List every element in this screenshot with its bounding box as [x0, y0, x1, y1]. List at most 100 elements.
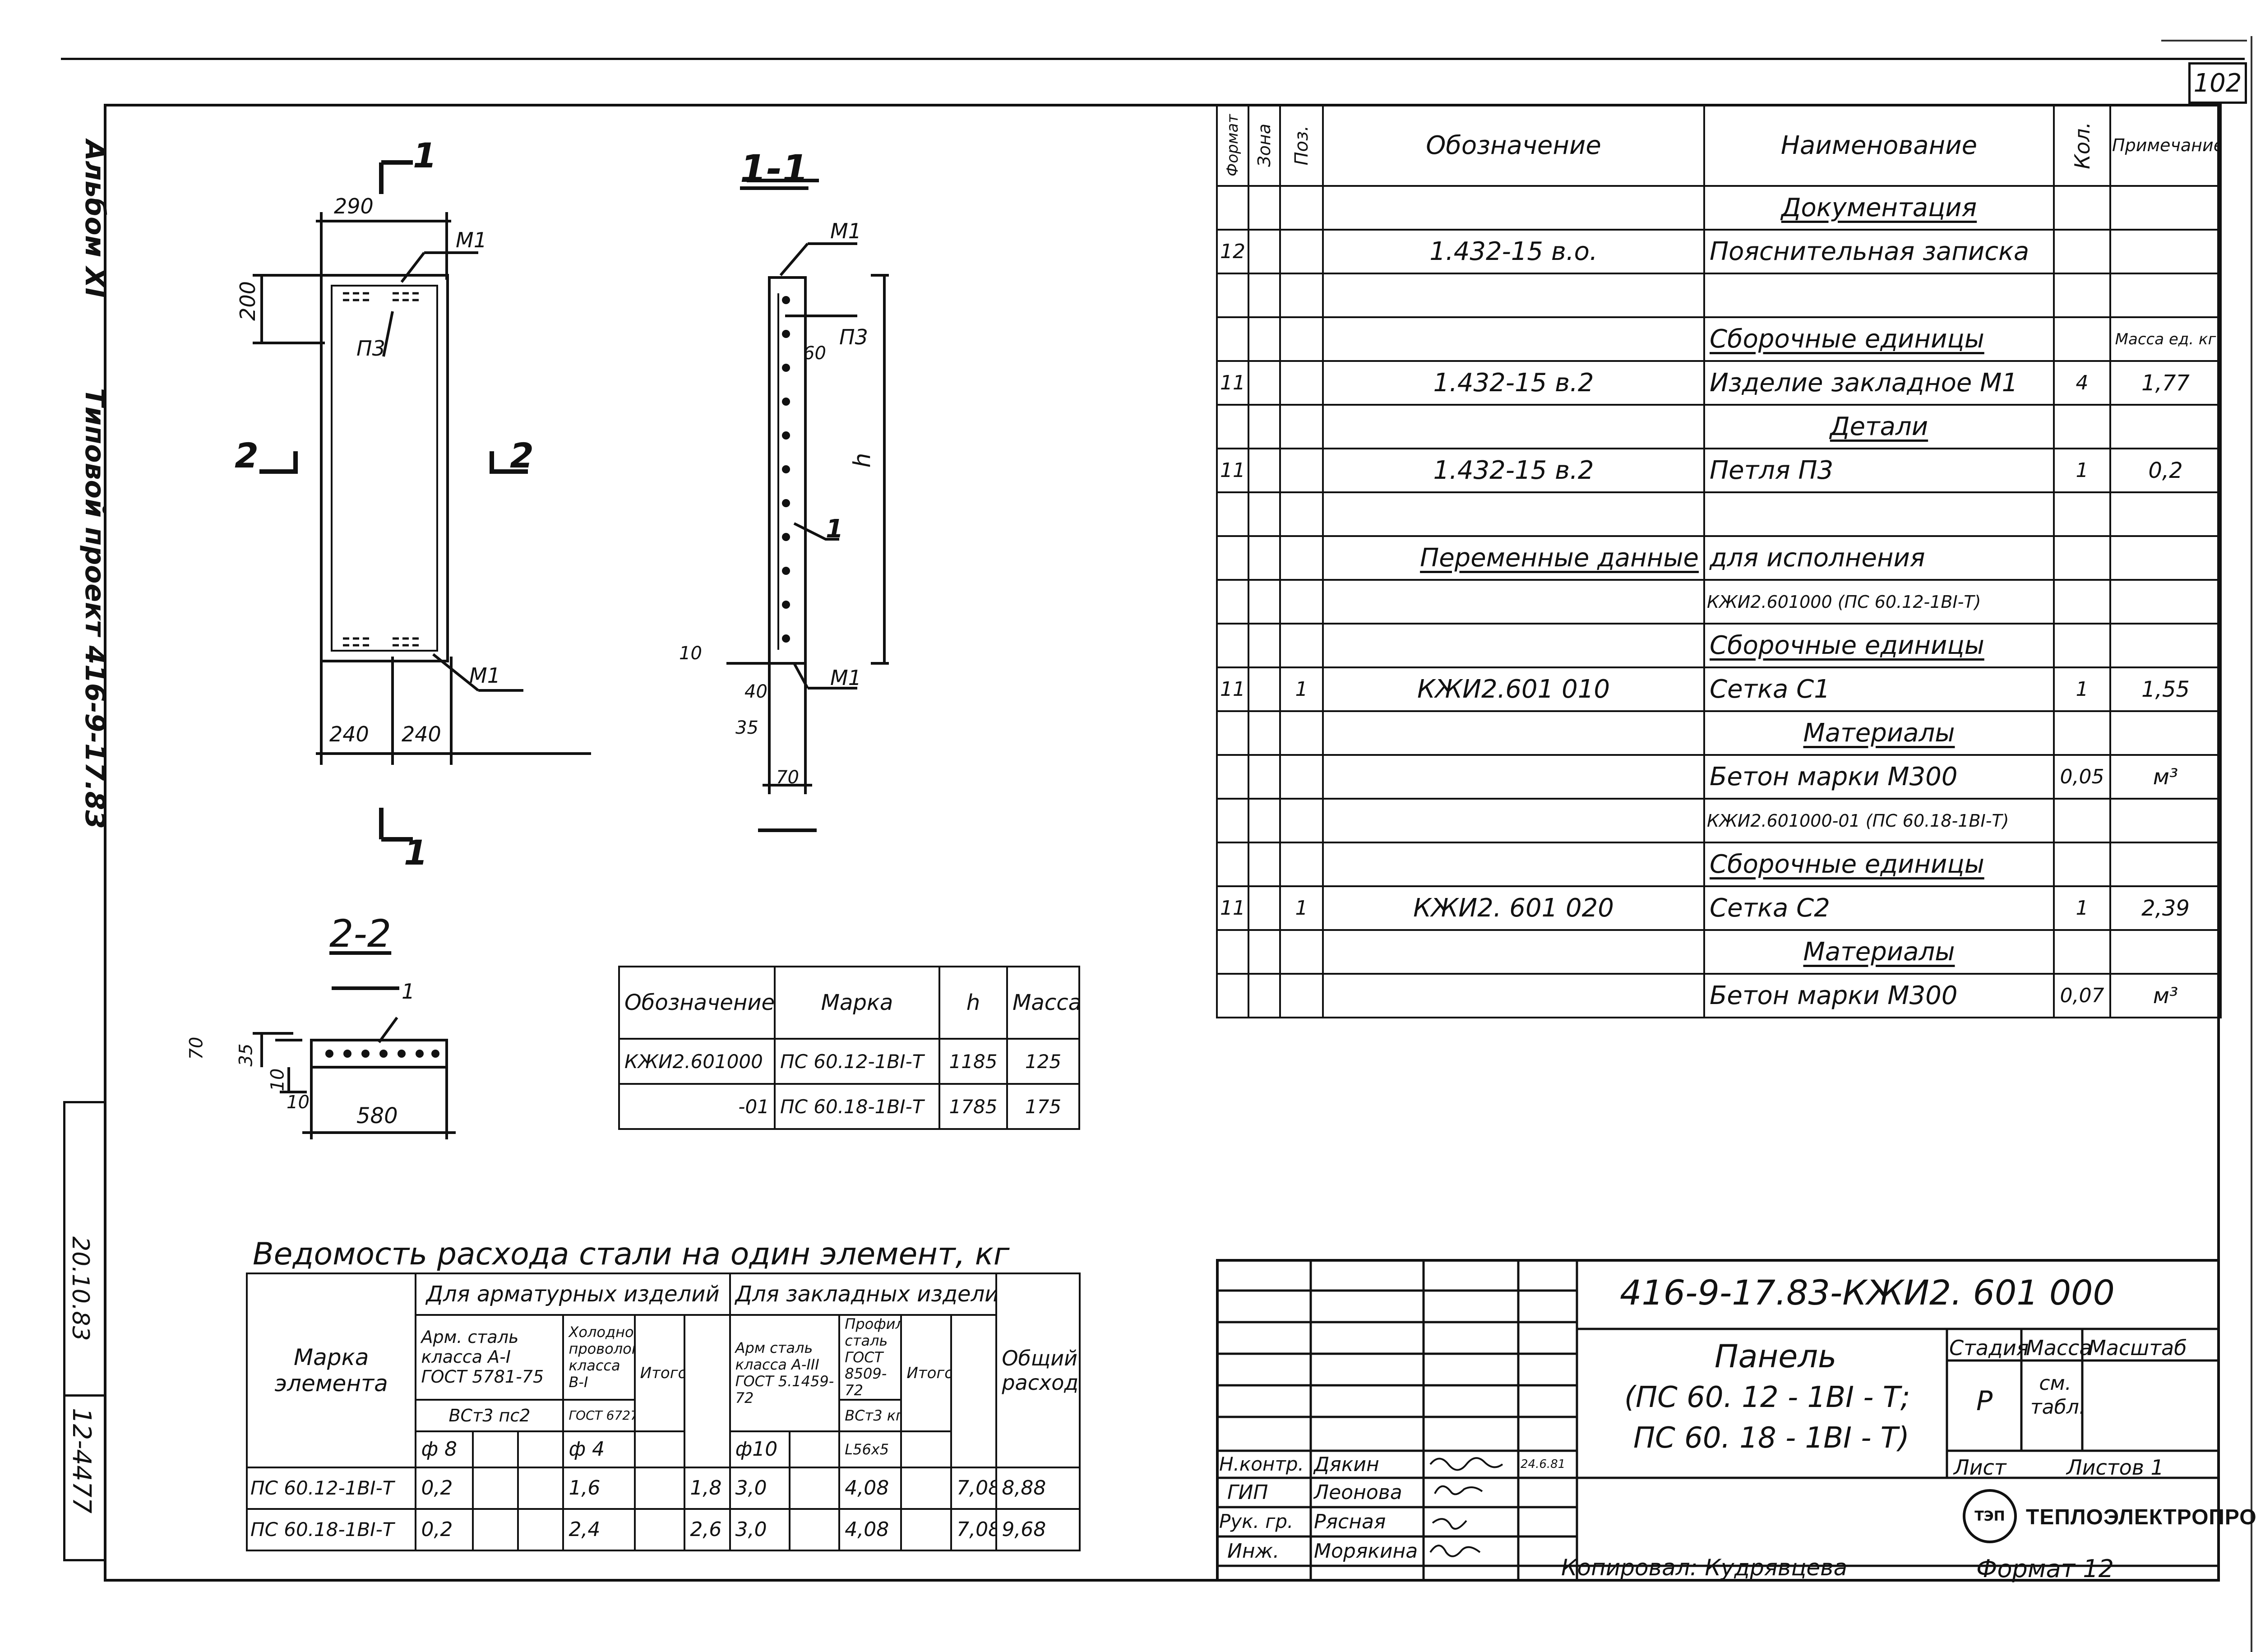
section-2-2-title: 2-2 — [329, 912, 392, 956]
spec-h-qty: Кол. — [2070, 121, 2094, 169]
s11-dim-10: 10 — [679, 643, 702, 664]
steel-mark-cell: ПС 60.12-1ВI-Т — [245, 1466, 417, 1510]
steel-empty — [472, 1430, 519, 1468]
spec-name-cell: Изделие закладное М1 — [1703, 360, 2055, 406]
steel-mark-cell: ПС 60.18-1ВI-Т — [245, 1508, 417, 1551]
spec-pos-cell — [1279, 273, 1324, 318]
marks-cell: 125 — [1006, 1038, 1080, 1085]
spec-code-cell — [1322, 929, 1705, 975]
steel-h-a3: Арм сталь класса А-III ГОСТ 5.1459-72 — [729, 1314, 841, 1432]
role-label: Рук. гр. — [1219, 1510, 1294, 1532]
s11-dim-35: 35 — [735, 717, 758, 738]
spec-code-cell — [1322, 404, 1705, 449]
spec-h-pos: Поз. — [1291, 125, 1312, 166]
org-logo-text: ТЭП — [1974, 1508, 2005, 1524]
steel-value-cell — [517, 1466, 564, 1510]
role-label: ГИП — [1227, 1481, 1268, 1504]
spec-pos-cell — [1279, 798, 1324, 843]
steel-value-cell: 0,2 — [415, 1466, 474, 1510]
spec-zone-cell — [1248, 710, 1281, 756]
spec-format-cell — [1216, 929, 1249, 975]
elev-dim-200: 200 — [235, 281, 260, 321]
table-row: Детали — [1216, 404, 2222, 449]
role-date: 24.6.81 — [1521, 1458, 1566, 1471]
spec-zone-cell — [1248, 491, 1281, 537]
steel-h-d8: ф 8 — [415, 1430, 474, 1468]
org-name: ТЕПЛОЭЛЕКТРОПРОЕКТ — [2026, 1505, 2256, 1529]
s11-label-1: 1 — [826, 514, 843, 544]
spec-pos-cell — [1279, 491, 1324, 537]
steel-h-vst3kp2: ВСт3 кп2 — [838, 1398, 902, 1432]
spec-code-cell — [1322, 710, 1705, 756]
spec-pos-cell — [1279, 973, 1324, 1018]
spec-qty-cell: 0,07 — [2053, 973, 2111, 1018]
marks-h-mark: Марка — [774, 966, 940, 1040]
role-name: Леонова — [1314, 1481, 1402, 1504]
spec-name-cell: Материалы — [1703, 929, 2055, 975]
spec-note-cell — [2109, 229, 2222, 274]
spec-pos-cell: 1 — [1279, 666, 1324, 712]
spec-format-cell — [1216, 754, 1249, 800]
right-edge-line — [2251, 36, 2252, 1652]
spec-h-note: Примечание — [2109, 104, 2222, 187]
copied-by: Копировал: Кудрявцева — [1561, 1555, 1848, 1581]
elev-section-2-right: 2 — [510, 435, 534, 476]
steel-value-cell — [472, 1508, 519, 1551]
steel-value-cell: 2,6 — [684, 1508, 731, 1551]
spec-qty-cell — [2053, 710, 2111, 756]
steel-h-prof: Профильная сталь ГОСТ 8509-72 — [838, 1314, 902, 1401]
spec-note-cell — [2109, 535, 2222, 581]
steel-value-cell: 0,2 — [415, 1508, 474, 1551]
spec-name-cell: Материалы — [1703, 710, 2055, 756]
spec-code-cell — [1322, 973, 1705, 1018]
role-name: Дякин — [1314, 1453, 1379, 1476]
spec-qty-cell: 1 — [2053, 885, 2111, 931]
spec-format-cell — [1216, 842, 1249, 887]
steel-empty — [788, 1430, 841, 1468]
spec-name-cell — [1703, 491, 2055, 537]
spec-zone-cell — [1248, 842, 1281, 887]
title-h-sheet: Лист — [1954, 1455, 2006, 1480]
s11-label-m1-bottom: М1 — [830, 666, 861, 690]
steel-h-d4: ф 4 — [562, 1430, 636, 1468]
sheet-number: 102 — [2193, 68, 2242, 98]
elev-dim-240-right: 240 — [402, 722, 441, 746]
elev-section-1-bottom: 1 — [404, 833, 428, 873]
spec-pos-cell — [1279, 185, 1324, 231]
spec-name-cell: Сетка С1 — [1703, 666, 2055, 712]
spec-note-cell — [2109, 273, 2222, 318]
spec-name-cell: Сборочные единицы — [1703, 623, 2055, 668]
spec-note-cell — [2109, 185, 2222, 231]
marks-cell: ПС 60.18-1ВI-Т — [774, 1083, 940, 1130]
steel-h-a1: Арм. сталь класса А-I ГОСТ 5781-75 — [415, 1314, 564, 1401]
table-row: КЖИ2.601000-01 (ПС 60.18-1ВI-Т) — [1216, 798, 2222, 843]
elev-label-m1-top: М1 — [456, 228, 487, 252]
steel-empty — [517, 1430, 564, 1468]
spec-h-code: Обозначение — [1322, 104, 1705, 187]
title-block-grid — [1216, 1259, 2220, 1582]
spec-qty-cell — [2053, 535, 2111, 581]
section-1-1-title: 1-1 — [740, 147, 809, 191]
spec-name-cell: Бетон марки М300 — [1703, 754, 2055, 800]
spec-format-cell — [1216, 973, 1249, 1018]
spec-code-cell: КЖИ2. 601 020 — [1322, 885, 1705, 931]
spec-format-cell — [1216, 316, 1249, 362]
specification-table: Формат Зона Поз. Обозначение Наименовани… — [1216, 104, 2222, 1018]
steel-value-cell: 3,0 — [729, 1466, 791, 1510]
spec-format-cell — [1216, 273, 1249, 318]
steel-h-gost6727: ГОСТ 6727-80 — [562, 1398, 636, 1432]
spec-qty-cell — [2053, 185, 2111, 231]
steel-h-arm: Для арматурных изделий — [415, 1273, 731, 1316]
steel-value-cell — [900, 1508, 952, 1551]
s11-label-h: h — [849, 453, 876, 468]
steel-h-l56: L56x5 — [838, 1430, 902, 1468]
marks-cell: -01 — [618, 1083, 776, 1130]
steel-value-cell: 1,8 — [684, 1466, 731, 1510]
table-row: Сборочные единицы — [1216, 623, 2222, 668]
spec-note-cell — [2109, 929, 2222, 975]
